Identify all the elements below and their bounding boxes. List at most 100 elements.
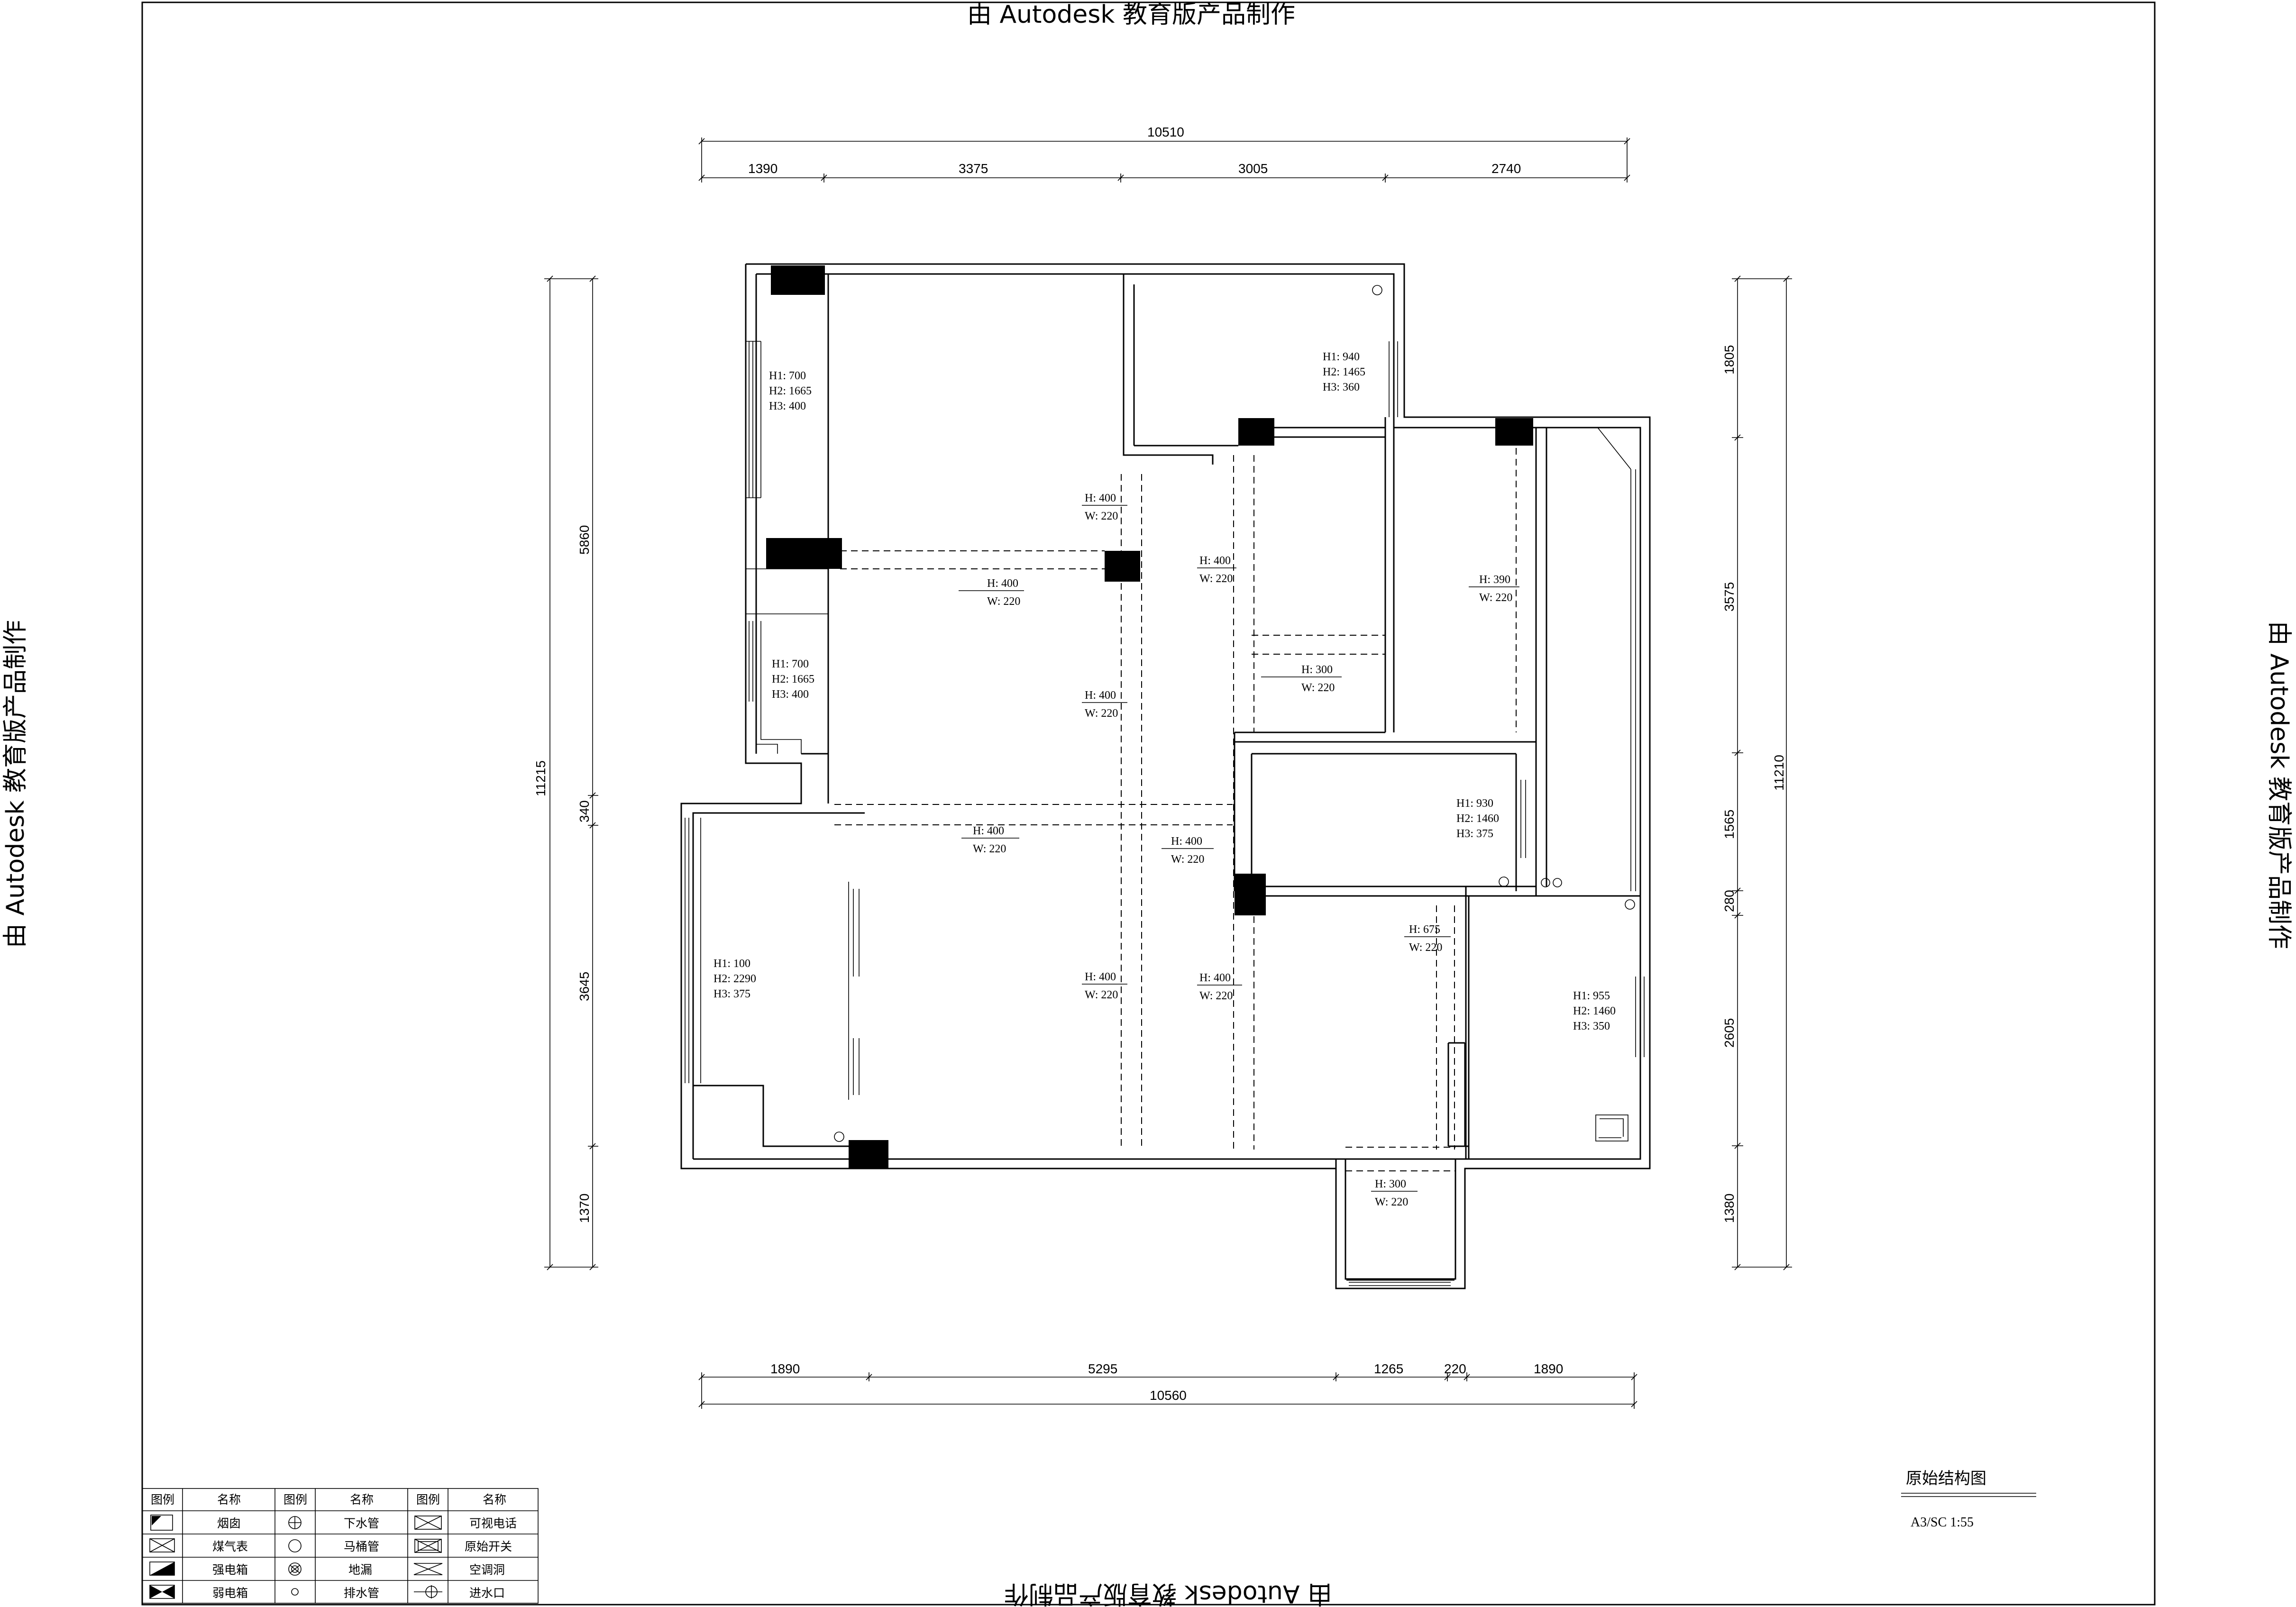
fixtures xyxy=(834,285,1635,1142)
svg-text:名称: 名称 xyxy=(483,1493,506,1507)
svg-text:W: 220: W: 220 xyxy=(1085,707,1118,720)
svg-text:W: 220: W: 220 xyxy=(1199,573,1233,585)
original-switch-icon xyxy=(414,1539,442,1553)
drawing-scale: A3/SC 1:55 xyxy=(1911,1515,1974,1530)
watermark-bottom: 由 Autodesk 教育版产品制作 xyxy=(1004,1580,1332,1607)
watermark-top: 由 Autodesk 教育版产品制作 xyxy=(967,0,1295,29)
beams xyxy=(834,437,1537,1171)
svg-text:1380: 1380 xyxy=(1722,1194,1737,1223)
floor-drain-icon xyxy=(288,1562,302,1576)
svg-text:1890: 1890 xyxy=(1534,1361,1563,1376)
svg-text:H1: 930: H1: 930 xyxy=(1456,797,1493,810)
svg-text:H2: 2290: H2: 2290 xyxy=(713,973,756,985)
svg-text:H1: 700: H1: 700 xyxy=(769,370,806,382)
title-block: 原始结构图 A3/SC 1:55 xyxy=(1901,1469,2036,1530)
svg-text:H2: 1460: H2: 1460 xyxy=(1573,1005,1616,1017)
svg-text:名称: 名称 xyxy=(350,1493,374,1507)
power-box-icon xyxy=(149,1561,175,1576)
windows xyxy=(685,341,1645,1286)
svg-text:220: 220 xyxy=(1444,1361,1466,1376)
svg-text:H: 390: H: 390 xyxy=(1479,574,1510,586)
svg-text:1565: 1565 xyxy=(1722,810,1737,839)
watermark-right: 由 Autodesk 教育版产品制作 xyxy=(2265,621,2293,949)
svg-text:W: 220: W: 220 xyxy=(973,843,1006,855)
svg-text:烟囱: 烟囱 xyxy=(217,1516,241,1530)
dimension-right: 1805 3575 1565 280 2605 1380 11210 xyxy=(1722,275,1792,1270)
svg-text:H2: 1665: H2: 1665 xyxy=(769,385,812,397)
svg-text:5295: 5295 xyxy=(1088,1361,1117,1376)
svg-text:2740: 2740 xyxy=(1491,161,1521,176)
dimension-bottom: 1890 5295 1265 220 1890 10560 xyxy=(698,1361,1637,1409)
svg-text:340: 340 xyxy=(577,800,592,822)
svg-text:H1: 100: H1: 100 xyxy=(713,958,750,970)
svg-text:进水口: 进水口 xyxy=(469,1586,505,1600)
svg-text:地漏: 地漏 xyxy=(348,1563,372,1577)
svg-text:W: 220: W: 220 xyxy=(1375,1196,1408,1208)
beam-annotations: H: 400 W: 220 H: 400 W: 220 H: 400 W: 22… xyxy=(959,492,1519,1208)
weak-box-icon xyxy=(149,1585,175,1599)
svg-text:1805: 1805 xyxy=(1722,345,1737,374)
svg-text:W: 220: W: 220 xyxy=(987,595,1020,608)
svg-text:H: 400: H: 400 xyxy=(987,577,1018,590)
ac-hole-icon xyxy=(413,1563,443,1575)
svg-text:H1: 940: H1: 940 xyxy=(1323,351,1360,363)
water-inlet-icon xyxy=(414,1585,442,1598)
svg-text:可视电话: 可视电话 xyxy=(469,1516,517,1530)
svg-text:3575: 3575 xyxy=(1722,582,1737,612)
svg-text:H: 400: H: 400 xyxy=(1085,492,1116,504)
svg-text:H: 675: H: 675 xyxy=(1409,923,1440,936)
svg-text:原始开关: 原始开关 xyxy=(465,1540,512,1553)
svg-text:空调洞: 空调洞 xyxy=(469,1563,505,1577)
svg-text:H3: 360: H3: 360 xyxy=(1323,381,1360,393)
svg-text:H: 400: H: 400 xyxy=(973,825,1004,837)
svg-text:H: 400: H: 400 xyxy=(1199,972,1231,984)
svg-text:1890: 1890 xyxy=(770,1361,800,1376)
svg-text:3645: 3645 xyxy=(577,972,592,1001)
svg-text:H3: 400: H3: 400 xyxy=(769,400,806,412)
svg-text:3375: 3375 xyxy=(959,161,988,176)
chimney-icon xyxy=(150,1515,173,1531)
svg-text:W: 220: W: 220 xyxy=(1085,989,1118,1001)
svg-text:W: 220: W: 220 xyxy=(1199,990,1233,1002)
svg-text:H: 300: H: 300 xyxy=(1375,1178,1406,1190)
svg-text:W: 220: W: 220 xyxy=(1301,682,1335,694)
svg-text:5860: 5860 xyxy=(577,525,592,555)
svg-text:图例: 图例 xyxy=(416,1493,440,1507)
svg-text:H: 300: H: 300 xyxy=(1301,664,1333,676)
svg-text:H3: 375: H3: 375 xyxy=(1456,828,1493,840)
svg-text:排水管: 排水管 xyxy=(344,1586,379,1600)
svg-text:马桶管: 马桶管 xyxy=(344,1540,379,1553)
svg-text:2605: 2605 xyxy=(1722,1018,1737,1048)
svg-text:煤气表: 煤气表 xyxy=(212,1540,248,1553)
svg-text:1370: 1370 xyxy=(577,1194,592,1223)
drawing-frame xyxy=(141,1,2156,1606)
legend-table: 图例 名称 图例 名称 图例 名称 烟囱 下水管 可视电话 煤气表 马桶管 原始… xyxy=(142,1488,539,1604)
svg-text:W: 220: W: 220 xyxy=(1171,853,1204,866)
svg-text:W: 220: W: 220 xyxy=(1479,592,1512,604)
structural-columns xyxy=(766,265,1533,1169)
video-phone-icon xyxy=(414,1516,442,1530)
svg-text:H: 400: H: 400 xyxy=(1199,555,1231,567)
drawing-title: 原始结构图 xyxy=(1906,1469,1986,1488)
svg-text:弱电箱: 弱电箱 xyxy=(212,1586,248,1600)
svg-text:H3: 375: H3: 375 xyxy=(713,988,750,1000)
dimension-top: 10510 1390 3375 3005 2740 xyxy=(698,125,1630,183)
window-annotations: H1: 700 H2: 1665 H3: 400 H1: 700 H2: 166… xyxy=(713,351,1616,1032)
svg-text:H3: 400: H3: 400 xyxy=(772,688,809,701)
dimension-left: 11215 5860 340 3645 1370 xyxy=(533,275,598,1270)
svg-text:H: 400: H: 400 xyxy=(1085,689,1116,702)
svg-text:280: 280 xyxy=(1722,890,1737,912)
svg-text:10560: 10560 xyxy=(1150,1388,1187,1403)
svg-text:图例: 图例 xyxy=(151,1493,174,1507)
svg-text:H2: 1460: H2: 1460 xyxy=(1456,813,1499,825)
svg-text:H2: 1665: H2: 1665 xyxy=(772,673,814,685)
downpipe-icon xyxy=(288,1516,302,1529)
svg-text:W: 220: W: 220 xyxy=(1409,941,1442,954)
svg-text:强电箱: 强电箱 xyxy=(212,1563,248,1577)
svg-text:1265: 1265 xyxy=(1374,1361,1403,1376)
watermark-left: 由 Autodesk 教育版产品制作 xyxy=(1,620,30,948)
svg-text:H: 400: H: 400 xyxy=(1085,971,1116,983)
svg-text:11215: 11215 xyxy=(533,760,548,796)
svg-text:下水管: 下水管 xyxy=(344,1516,379,1530)
svg-text:1390: 1390 xyxy=(748,161,778,176)
